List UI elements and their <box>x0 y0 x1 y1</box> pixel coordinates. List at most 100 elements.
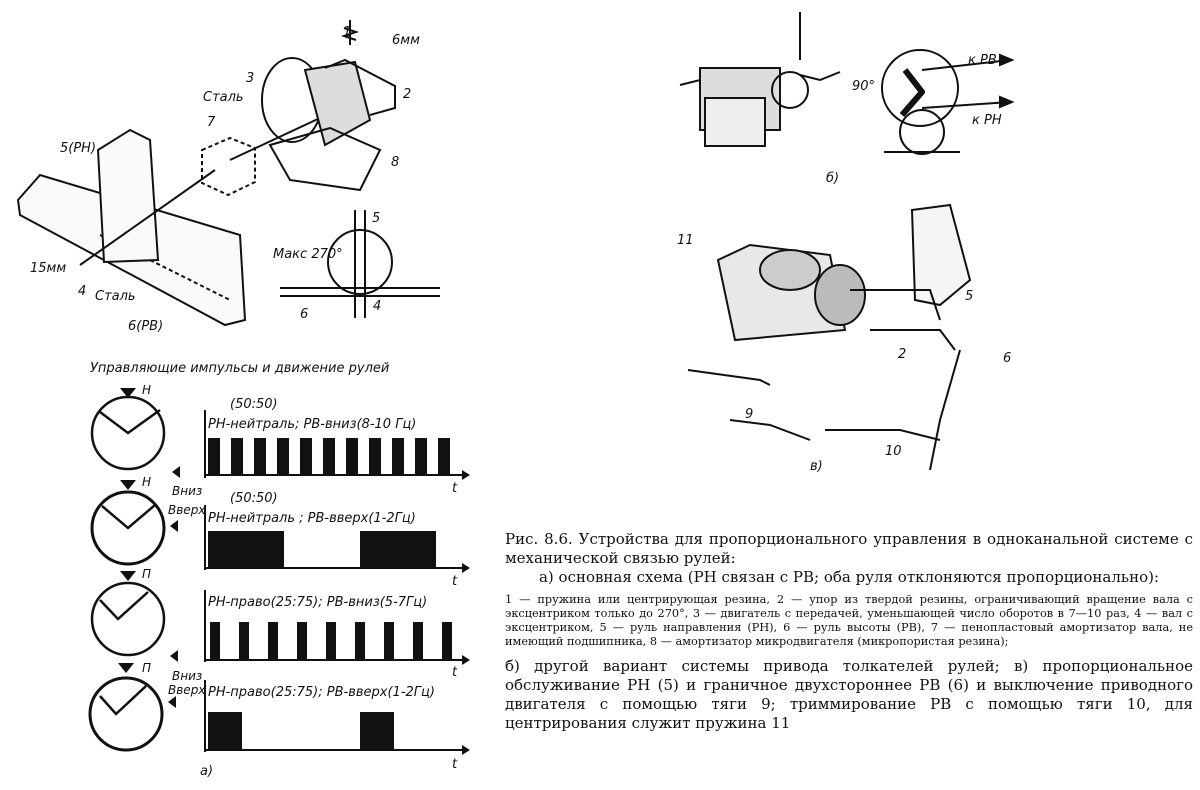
rudder-circle-2 <box>90 490 166 566</box>
pulse-row-3 <box>239 622 249 660</box>
label-c-5: 5 <box>965 289 973 304</box>
pulse-row-1 <box>415 438 427 475</box>
row-2-ratio: (50:50) <box>230 491 278 506</box>
row-3-rudder: П <box>142 567 151 581</box>
label-6: 6 <box>300 307 308 322</box>
crank-disc <box>881 49 959 127</box>
pulse-row-4 <box>360 712 394 750</box>
panel-a-letter: а) <box>200 764 213 779</box>
foam-damper <box>201 136 256 197</box>
label-4: 4 <box>373 299 381 314</box>
pulse-trains <box>208 438 452 750</box>
pulse-row-1 <box>208 438 220 475</box>
row-3: П Вниз РН-право(25:75); РВ-вниз(5-7Гц) t <box>90 567 470 683</box>
arrow-left-icon <box>170 520 178 532</box>
panel-b-schematic <box>679 12 1015 155</box>
gear <box>771 71 809 109</box>
label-steel-bottom: Сталь <box>95 289 136 304</box>
arrow-left-icon <box>172 466 180 478</box>
centering-spring <box>340 20 360 45</box>
arrow-down-icon <box>118 663 134 673</box>
figure-caption: Рис. 8.6. Устройства для пропорционально… <box>505 530 1193 733</box>
vertical-fin <box>96 128 160 264</box>
pulse-row-1 <box>346 438 358 475</box>
label-c-6: 6 <box>1003 351 1011 366</box>
panel-b-letter: б) <box>826 171 839 186</box>
arrow-down-icon <box>120 571 136 581</box>
rudder-circle-3 <box>90 581 166 657</box>
row-2-elevator: Вверх <box>168 503 206 517</box>
pulse-row-3 <box>413 622 423 660</box>
label-7: 7 <box>207 115 216 130</box>
stop-block <box>324 58 396 116</box>
pulse-row-1 <box>369 438 381 475</box>
label-2: 2 <box>403 87 411 102</box>
label-3: 3 <box>246 71 254 86</box>
motor-pulley <box>899 109 945 155</box>
pulse-row-3 <box>355 622 365 660</box>
label-5: 5 <box>372 211 380 226</box>
label-15mm: 15мм <box>30 261 66 276</box>
pulse-row-1 <box>323 438 335 475</box>
label-k-rv: к РВ <box>968 53 997 68</box>
motor-mount <box>268 126 382 192</box>
row-3-t: t <box>452 665 458 680</box>
row-1-elevator: Вниз <box>172 484 202 498</box>
arrow-left-icon <box>168 696 176 708</box>
caption-legend: 1 — пружина или центрирующая резина, 2 —… <box>505 593 1193 648</box>
row-3-elevator: Вниз <box>172 669 202 683</box>
pulse-row-1 <box>438 438 450 475</box>
row-4-rudder: П <box>142 661 151 675</box>
label-10: 10 <box>885 444 902 459</box>
pulse-row-3 <box>268 622 278 660</box>
pulse-row-1 <box>231 438 243 475</box>
label-11: 11 <box>677 233 694 248</box>
panel-a-schematic <box>16 20 440 327</box>
label-8: 8 <box>391 155 399 170</box>
label-90: 90° <box>852 79 875 94</box>
arrow-down-icon <box>120 388 136 398</box>
row-1-rudder: Н <box>142 383 151 397</box>
pulse-row-1 <box>392 438 404 475</box>
caption-title: Рис. 8.6. Устройства для пропорционально… <box>505 530 1193 567</box>
label-1: 1 <box>343 25 351 40</box>
label-4-left: 4 <box>78 284 86 299</box>
row-3-label: РН-право(25:75); РВ-вниз(5-7Гц) <box>208 595 427 610</box>
label-rv: 6(РВ) <box>128 319 163 334</box>
row-4-label: РН-право(25:75); РВ-вверх(1-2Гц) <box>208 685 435 700</box>
rudder <box>910 203 972 307</box>
pulse-row-1 <box>300 438 312 475</box>
row-2-label: РН-нейтраль ; РВ-вверх(1-2Гц) <box>208 511 416 526</box>
pulse-row-2 <box>208 531 284 568</box>
row-4-t: t <box>452 757 458 772</box>
label-k-rn: к РН <box>972 113 1002 128</box>
pulse-row-3 <box>297 622 307 660</box>
row-1-label: РН-нейтраль; РВ-вниз(8-10 Гц) <box>208 417 416 432</box>
pulse-row-4 <box>208 712 242 750</box>
row-1-t: t <box>452 481 458 496</box>
caption-part-a: а) основная схема (РН связан с РВ; оба р… <box>538 568 1160 586</box>
label-steel-top: Сталь <box>203 90 244 105</box>
row-2-rudder: Н <box>142 475 151 489</box>
arrow-left-icon <box>170 650 178 662</box>
arrow-down-icon <box>120 480 136 490</box>
row-4-elevator: Вверх <box>168 683 206 697</box>
pulse-row-3 <box>210 622 220 660</box>
pulses-title: Управляющие импульсы и движение рулей <box>90 361 389 376</box>
label-c-2: 2 <box>898 347 906 362</box>
label-9: 9 <box>745 407 753 422</box>
label-rn: 5(РН) <box>60 141 96 156</box>
shaft <box>79 169 216 266</box>
row-1-ratio: (50:50) <box>230 397 278 412</box>
caption-part-bc: б) другой вариант системы привода толкат… <box>505 657 1193 732</box>
row-2-t: t <box>452 574 458 589</box>
eccentric-circle <box>327 229 393 295</box>
rudder-circle-4 <box>88 676 164 752</box>
row-2: Н Вверх (50:50) РН-нейтраль ; РВ-вверх(1… <box>90 475 470 589</box>
label-max270: Макс 270° <box>273 247 343 262</box>
panel-c-schematic <box>687 203 972 471</box>
label-6mm: 6мм <box>392 33 420 48</box>
pulse-row-3 <box>384 622 394 660</box>
row-4: П Вверх РН-право(25:75); РВ-вверх(1-2Гц)… <box>88 661 470 772</box>
